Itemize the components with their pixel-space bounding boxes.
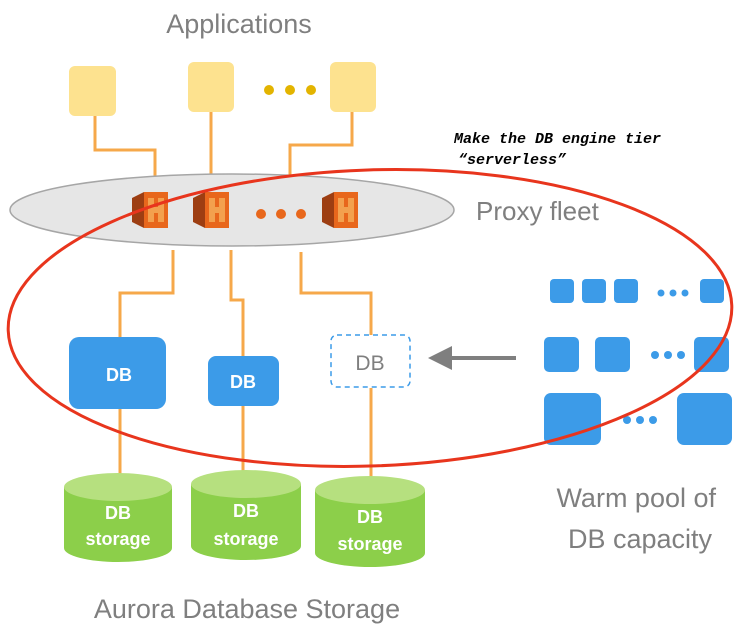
warm-pool-label: Warm pool of DB capacity [556, 483, 723, 554]
warm-pool-instance [694, 337, 729, 372]
serverless-note: Make the DB engine tier “serverless” [453, 131, 670, 169]
warm-pool-instance [582, 279, 606, 303]
more-apps-dots [264, 85, 316, 95]
application-box [69, 66, 116, 116]
warm-pool [544, 279, 732, 445]
proxy-icon [322, 192, 358, 228]
db-connectors [118, 250, 373, 357]
svg-text:storage: storage [85, 529, 150, 549]
warm-pool-instance [595, 337, 630, 372]
proxy-icon [193, 192, 229, 228]
storage-connectors [118, 388, 373, 484]
warm-pool-instance [550, 279, 574, 303]
applications-title: Applications [166, 9, 312, 39]
db-storage: DB storage [191, 470, 301, 560]
db-label: DB [355, 352, 384, 375]
warm-pool-instance [677, 393, 732, 445]
db-label: DB [230, 372, 256, 392]
more-proxies-dots [256, 209, 306, 219]
application-box [188, 62, 234, 112]
db-instance-small [208, 356, 279, 406]
svg-text:DB: DB [233, 501, 259, 521]
svg-text:storage: storage [337, 534, 402, 554]
warm-pool-instance [614, 279, 638, 303]
db-instance-placeholder [330, 334, 411, 388]
proxy-fleet-label: Proxy fleet [476, 196, 600, 226]
warm-pool-instance [544, 393, 601, 445]
svg-text:storage: storage [213, 529, 278, 549]
db-instance-large [69, 337, 166, 409]
svg-text:DB: DB [105, 503, 131, 523]
application-box [330, 62, 376, 112]
serverless-boundary [6, 168, 734, 468]
provision-arrow [428, 346, 516, 370]
db-label: DB [106, 365, 132, 385]
warm-pool-instance [700, 279, 724, 303]
db-storage: DB storage [64, 473, 172, 562]
db-storage: DB storage [315, 476, 425, 567]
svg-text:DB: DB [357, 507, 383, 527]
warm-pool-instance [544, 337, 579, 372]
aurora-storage-label: Aurora Database Storage [94, 594, 400, 624]
